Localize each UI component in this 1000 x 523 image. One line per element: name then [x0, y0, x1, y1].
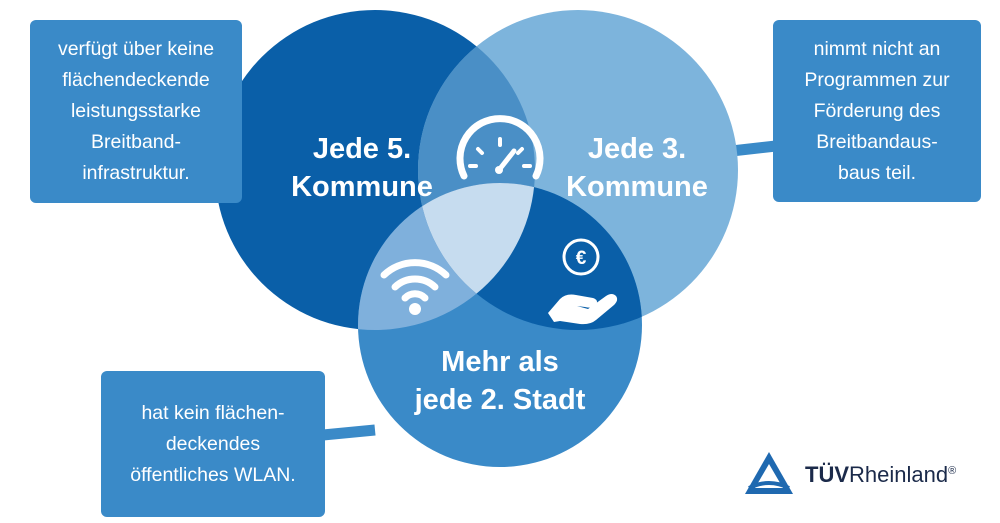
callout-line: Breitbandaus-: [816, 130, 938, 153]
circle-label-line: Kommune: [291, 171, 433, 203]
callout-line: hat kein flächen-: [141, 401, 285, 424]
callout-left: verfügt über keine flächendeckende leist…: [30, 20, 242, 203]
logo-wordmark: TÜVRheinland®: [805, 462, 956, 488]
registered-mark: ®: [948, 465, 957, 477]
circle-label-line: Jede 5.: [312, 133, 412, 165]
euro-coin-icon: [562, 238, 600, 276]
callout-line: Breitband-: [91, 131, 181, 153]
callout-line: flächendeckende: [62, 69, 210, 91]
callout-line: nimmt nicht an: [813, 37, 941, 60]
circle-label-mehr-als-jede-2: Mehr als jede 2. Stadt: [380, 343, 620, 419]
logo-text-regular: Rheinland: [849, 462, 949, 487]
circle-label-line: Jede 3.: [587, 133, 687, 165]
circle-label-jede-3: Jede 3. Kommune: [537, 130, 737, 206]
callout-line: öffentliches WLAN.: [130, 463, 296, 486]
euro-symbol: €: [576, 248, 587, 269]
hand-euro-icon: €: [548, 238, 618, 325]
wifi-icon: [380, 259, 450, 315]
callout-line: leistungsstarke: [70, 100, 202, 122]
callout-line: verfügt über keine: [57, 38, 215, 60]
connector-bottom: [322, 424, 376, 441]
callout-bottom: hat kein flächen- deckendes öffentliches…: [101, 371, 325, 517]
tuv-triangle-icon: [745, 452, 793, 494]
circle-label-line: Kommune: [566, 171, 708, 203]
tuv-rheinland-logo: TÜVRheinland®: [743, 448, 983, 498]
callout-line: deckendes: [165, 432, 261, 455]
callout-line: baus teil.: [837, 161, 917, 184]
circle-label-jede-5: Jede 5. Kommune: [262, 130, 462, 206]
circle-label-line: jede 2. Stadt: [414, 384, 586, 416]
callout-line: infrastruktur.: [82, 162, 190, 184]
circle-label-line: Mehr als: [441, 346, 559, 378]
callout-line: Programmen zur: [804, 68, 950, 91]
callout-right: nimmt nicht an Programmen zur Förderung …: [773, 20, 981, 202]
logo-text-bold: TÜV: [805, 462, 849, 487]
speedometer-icon: [456, 115, 544, 180]
callout-line: Förderung des: [813, 99, 941, 122]
